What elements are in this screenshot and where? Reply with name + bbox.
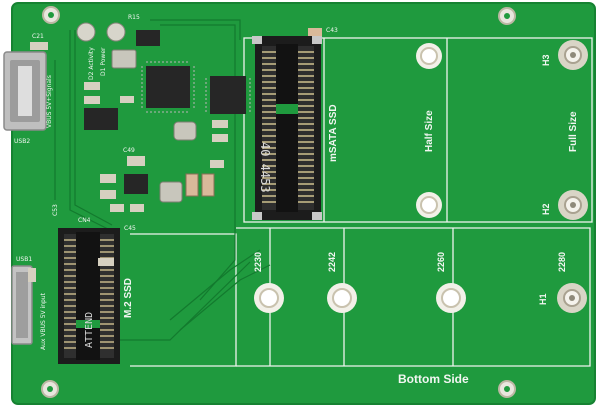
h2-label: H2: [541, 203, 551, 215]
half-size-label: Half Size: [424, 110, 435, 152]
vbus-signals-label: VBUS 5V+Signals: [46, 75, 53, 128]
passive-components: [28, 22, 322, 282]
h1-label: H1: [538, 293, 548, 305]
msata-holes: [416, 40, 588, 220]
m2-chip-marking: ATTEND: [84, 311, 95, 348]
corner-mounting-holes: [41, 6, 516, 398]
controller-chips: [84, 30, 246, 194]
m2-ssd-label: M.2 SSD: [123, 277, 134, 318]
usb2-label: USB2: [14, 138, 31, 145]
m2-connector: [58, 228, 120, 364]
cn4-label: CN4: [78, 217, 91, 224]
msata-outline: [243, 37, 593, 223]
full-size-label: Full Size: [568, 111, 579, 152]
msata-connector: [252, 36, 322, 220]
c21-label: C21: [32, 33, 44, 40]
pcb-traces: [54, 19, 271, 341]
c43-label: C43: [326, 27, 338, 34]
size-2260-label: 2260: [436, 251, 446, 272]
usb1-port: [11, 265, 33, 345]
r15-label: R15: [128, 14, 140, 21]
h3-label: H3: [541, 54, 551, 66]
size-2280-label: 2280: [557, 251, 567, 272]
c45-label: C45: [124, 225, 136, 232]
size-2242-label: 2242: [327, 251, 337, 272]
m2-holes: [254, 283, 587, 313]
d1-power-label: D1 Power: [100, 47, 107, 77]
bottom-side-label: Bottom Side: [398, 372, 469, 386]
size-2230-label: 2230: [253, 251, 263, 272]
msata-ssd-label: mSATA SSD: [328, 104, 339, 162]
usb1-label: USB1: [16, 256, 33, 263]
msata-chip-marking: 40 4453: [258, 142, 272, 193]
aux-vbus-label: Aux VBUS 5V input: [40, 293, 47, 350]
chip-pins: [141, 61, 251, 113]
d2-activity-label: D2 Activity: [88, 47, 95, 80]
c53-label: C53: [52, 204, 59, 216]
c49-label: C49: [123, 147, 135, 154]
usb2-port: [3, 51, 47, 131]
